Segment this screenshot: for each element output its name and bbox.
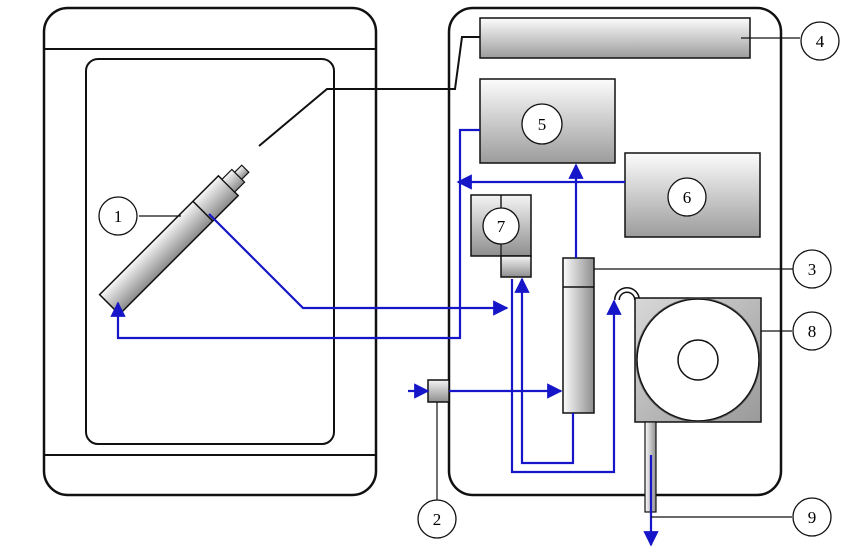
flow-3-to-7 bbox=[514, 277, 575, 465]
flow-5-to-probe bbox=[110, 128, 480, 340]
probe-component-1 bbox=[98, 164, 250, 316]
callout-5-label: 5 bbox=[538, 115, 547, 134]
inner-chamber bbox=[85, 58, 335, 445]
flow-7-to-pump bbox=[510, 279, 622, 474]
callout-9: 9 bbox=[792, 497, 832, 537]
callout-6-label: 6 bbox=[683, 188, 692, 207]
callout-8: 8 bbox=[792, 311, 832, 351]
flow-probe-to-7 bbox=[208, 213, 509, 316]
callout-7-label: 7 bbox=[497, 217, 506, 236]
component-2 bbox=[427, 379, 450, 403]
callout-1-label: 1 bbox=[114, 207, 123, 226]
left-enclosure bbox=[42, 6, 378, 497]
component-3 bbox=[562, 257, 595, 414]
callout-3-label: 3 bbox=[808, 260, 817, 279]
component-4 bbox=[479, 17, 751, 59]
callout-9-label: 9 bbox=[808, 508, 817, 527]
callout-8-label: 8 bbox=[808, 322, 817, 341]
callout-7: 7 bbox=[482, 207, 520, 245]
callout-4: 4 bbox=[800, 21, 840, 61]
callout-2-label: 2 bbox=[433, 510, 442, 529]
callout-1: 1 bbox=[98, 196, 138, 236]
callout-2: 2 bbox=[417, 499, 457, 539]
probe-cable bbox=[258, 36, 480, 147]
callout-6: 6 bbox=[667, 177, 707, 217]
leader-lines bbox=[139, 37, 800, 518]
flow-lines bbox=[110, 128, 659, 547]
callout-4-label: 4 bbox=[816, 32, 825, 51]
callout-5: 5 bbox=[521, 103, 563, 145]
callout-3: 3 bbox=[792, 249, 832, 289]
callouts: 1 2 3 4 5 6 7 8 bbox=[98, 21, 840, 539]
